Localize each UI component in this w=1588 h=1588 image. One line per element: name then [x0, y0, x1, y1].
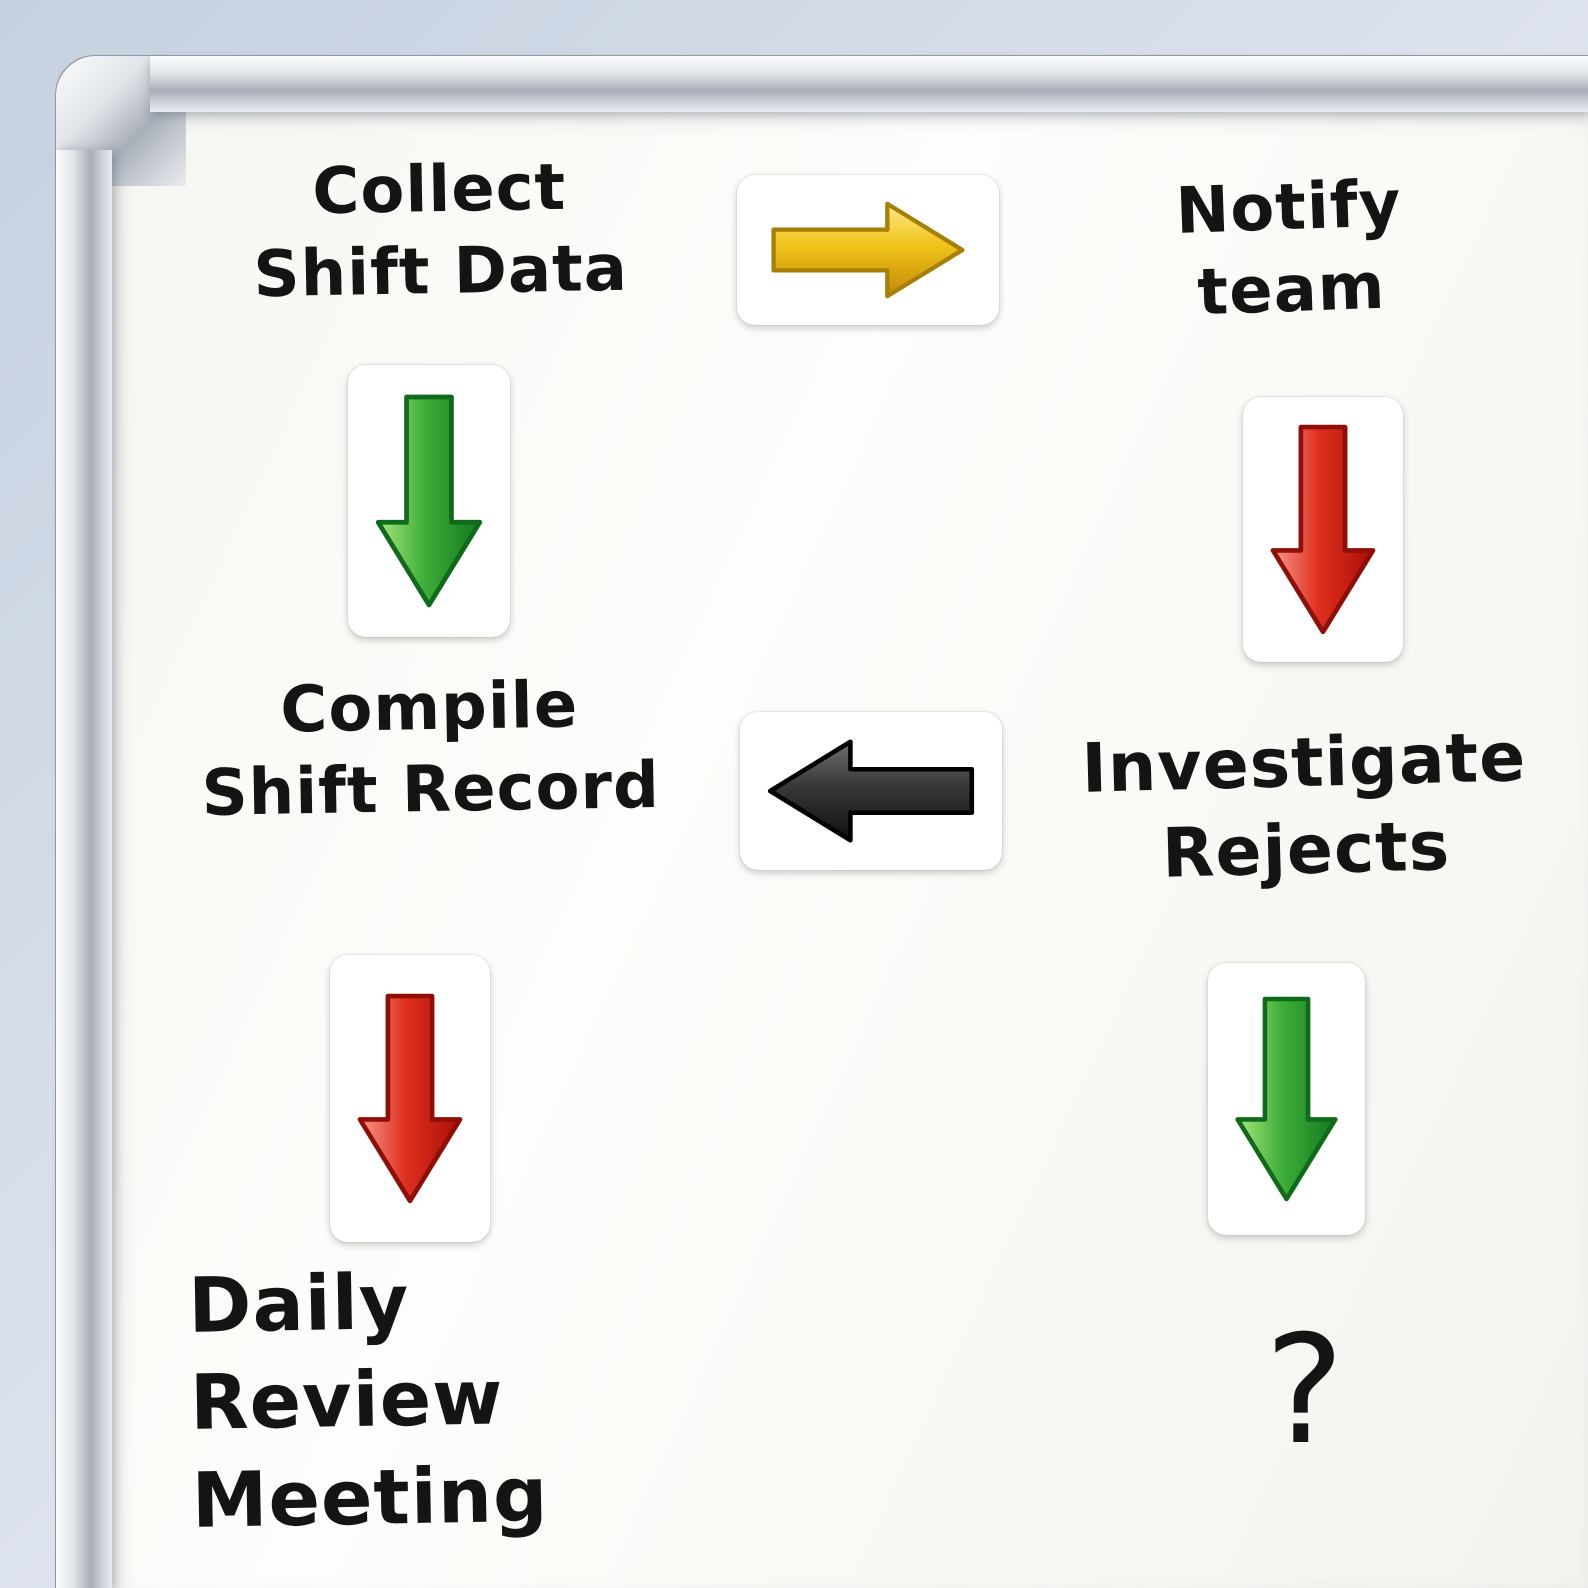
whiteboard-frame-left: [56, 150, 112, 1588]
down-arrow-icon: [1235, 996, 1338, 1202]
down-arrow-icon: [1270, 424, 1376, 635]
whiteboard-frame-top: [150, 56, 1588, 112]
node-investigate-rejects: Investigate Rejects: [1080, 718, 1528, 894]
left-arrow-icon: [767, 739, 975, 843]
arrow-magnet-black-left: [740, 712, 1002, 870]
arrow-magnet-red-down-right: [1243, 397, 1403, 662]
right-arrow-icon: [771, 201, 965, 299]
node-notify-team: Notify team: [1174, 167, 1403, 331]
node-collect-shift-data: Collect Shift Data: [252, 150, 629, 313]
down-arrow-icon: [357, 993, 463, 1204]
node-question-mark: ?: [1264, 1304, 1346, 1478]
arrow-magnet-yellow-right: [737, 175, 999, 325]
node-compile-shift-record: Compile Shift Record: [200, 668, 661, 831]
arrow-magnet-red-down-left: [330, 955, 490, 1242]
arrow-magnet-green-down-left: [348, 365, 510, 637]
down-arrow-icon: [375, 394, 483, 608]
arrow-magnet-green-down-right: [1208, 963, 1365, 1235]
node-daily-review-meeting: Daily Review Meeting: [187, 1257, 550, 1545]
